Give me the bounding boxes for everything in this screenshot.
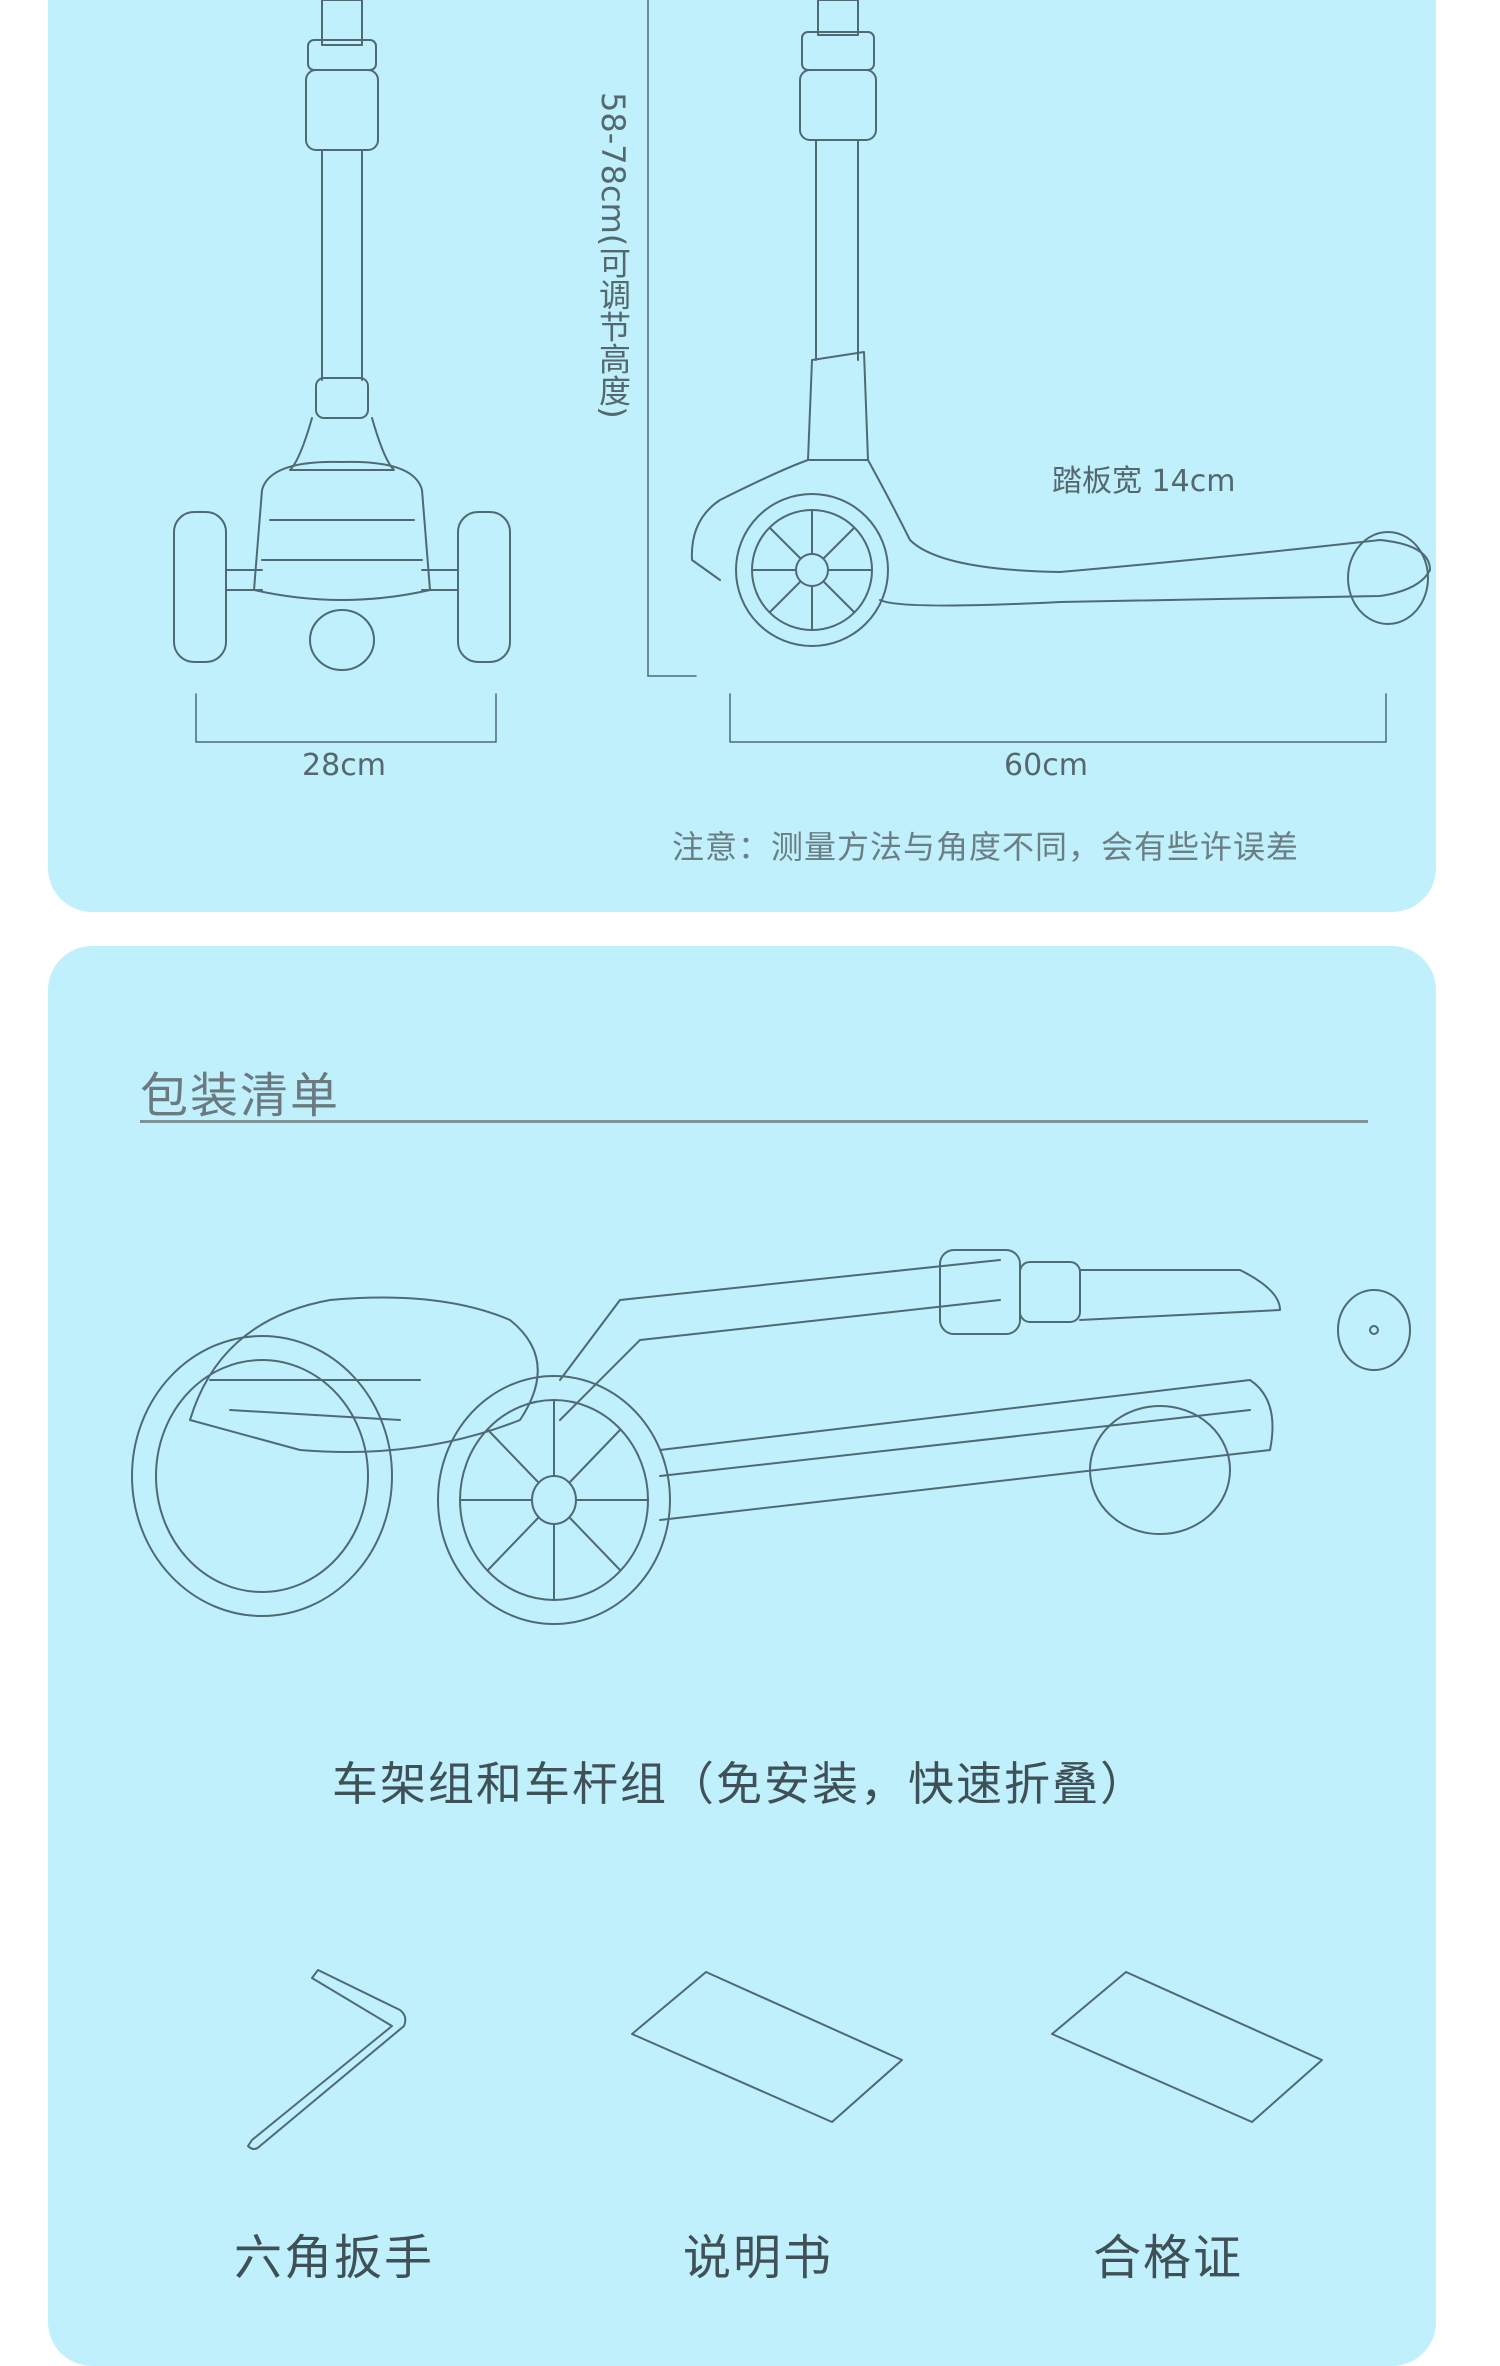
dimensions-panel [48,0,1436,912]
title-divider [140,1120,1368,1123]
height-dimension-label: 58-78cm(可调节高度) [594,92,632,419]
length-label: 60cm [1004,748,1088,783]
front-view-drawing [173,0,511,671]
main-package-caption: 车架组和车杆组（免安装，快速折叠） [332,1757,1148,1811]
item-label-manual: 说明书 [682,2230,834,2286]
front-width-label: 28cm [302,748,386,783]
deck-width-label: 踏板宽 14cm [1052,464,1236,499]
item-label-certificate: 合格证 [1092,2230,1244,2286]
scooter-dimension-drawings [173,0,1431,743]
package-panel [48,946,1436,2366]
measurement-note: 注意：测量方法与角度不同，会有些许误差 [672,828,1300,866]
package-title: 包装清单 [140,1068,341,1124]
side-view-drawing [690,0,1431,647]
item-label-wrench: 六角扳手 [233,2230,435,2286]
